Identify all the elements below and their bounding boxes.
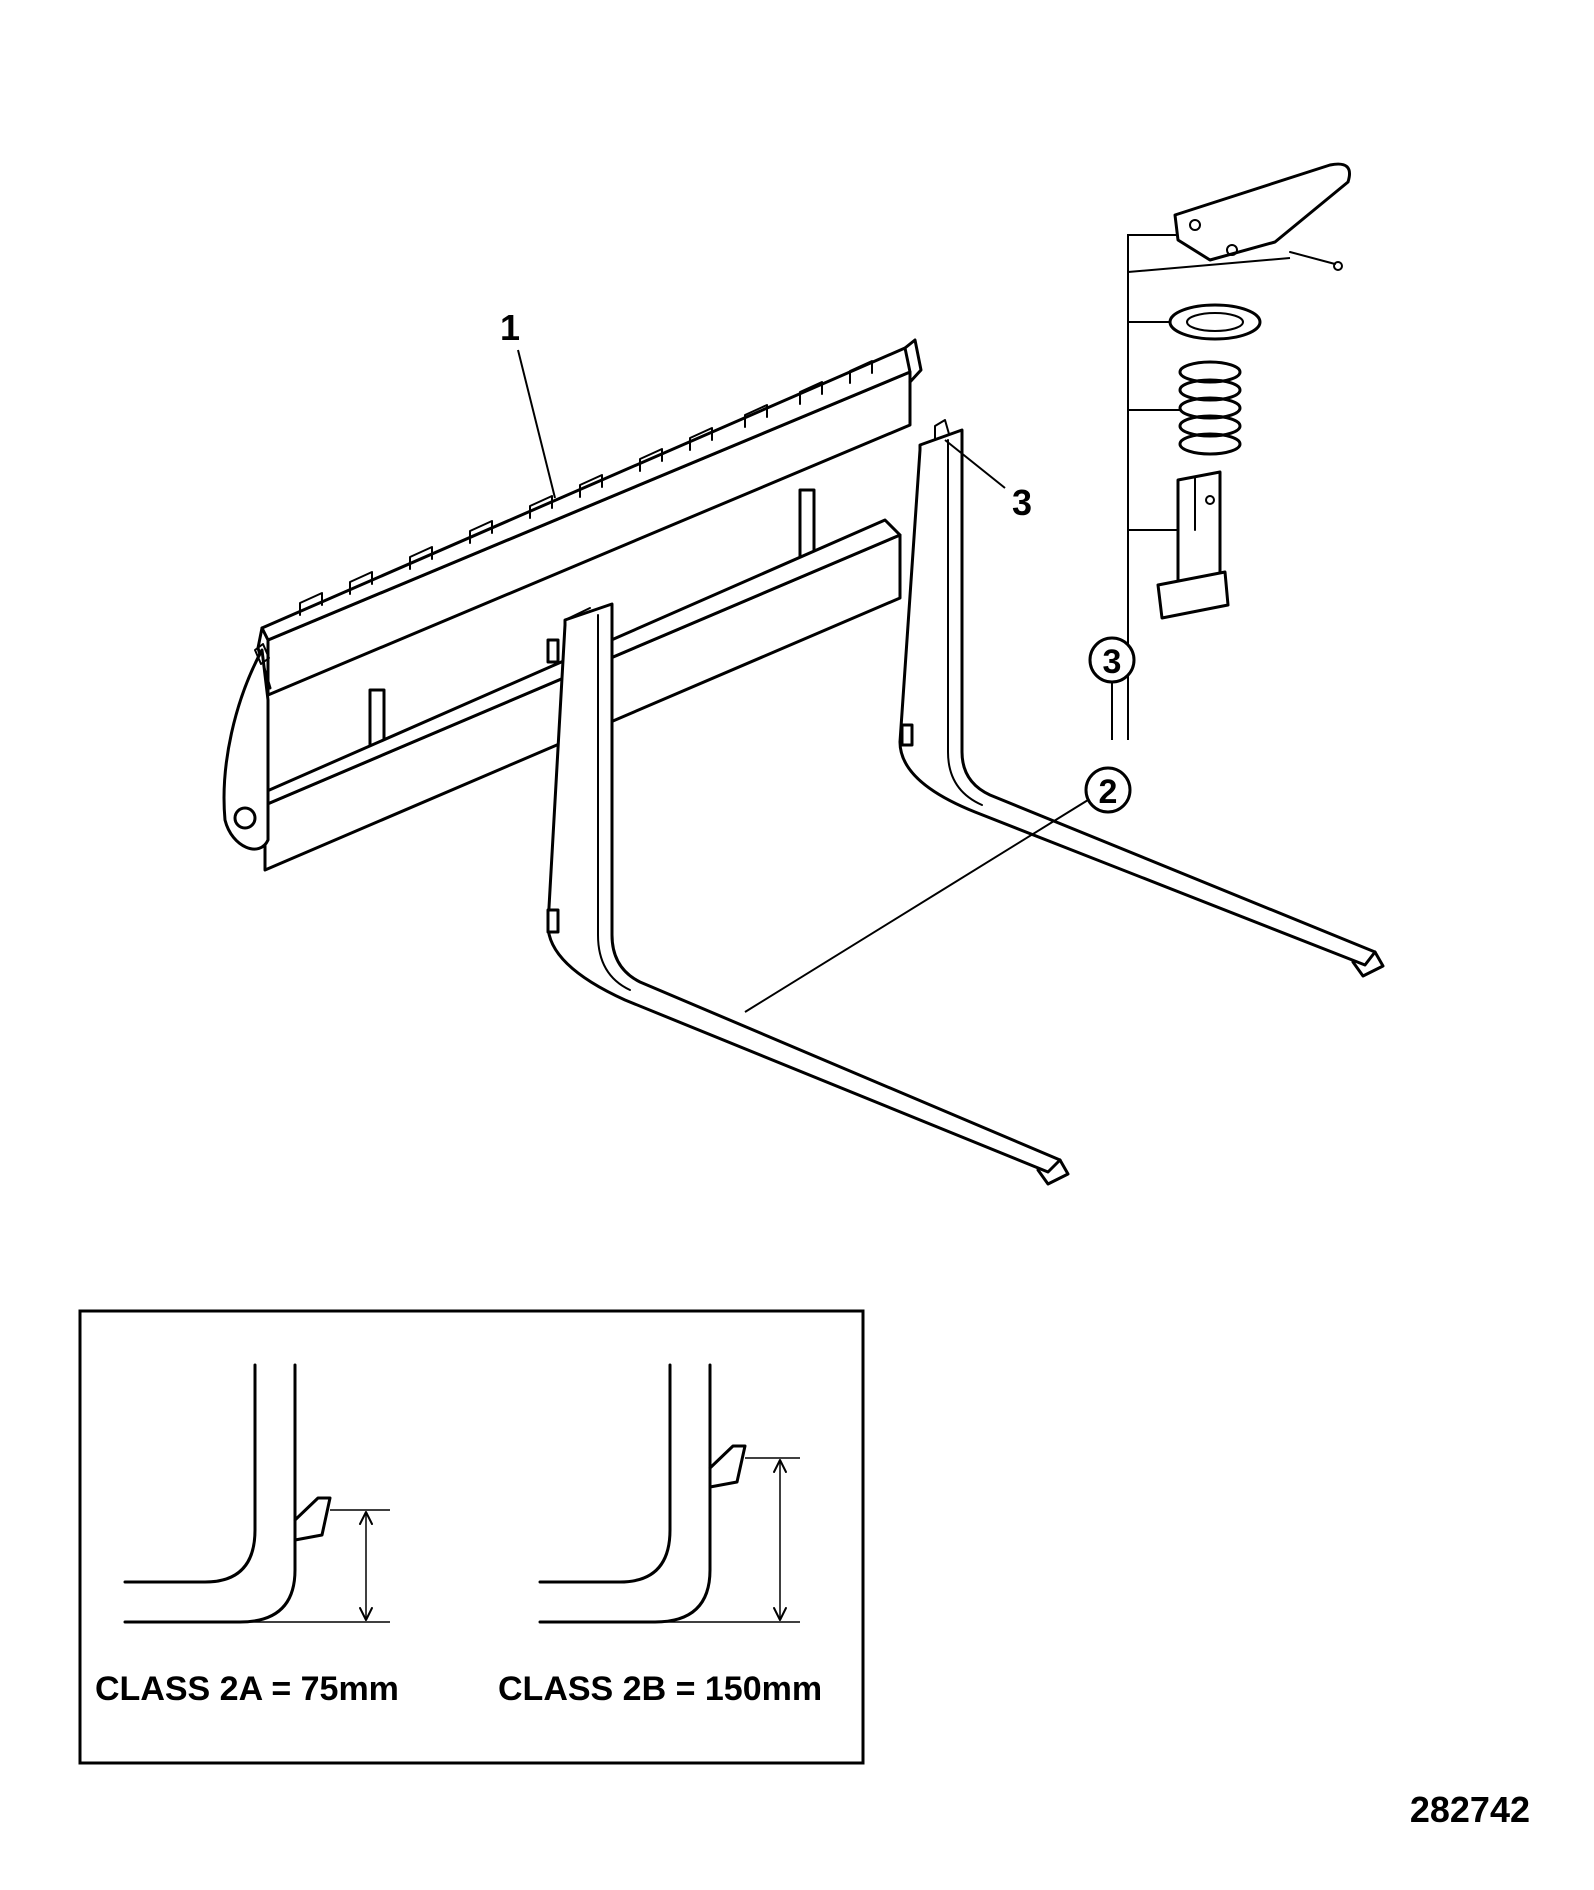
callout-3-label: 3 (1012, 482, 1032, 523)
fork-right (898, 419, 1385, 978)
callout-3-circle-label: 3 (1103, 643, 1122, 681)
callout-3: 3 (944, 439, 1032, 523)
inset-class-box: CLASS 2A = 75mm CLASS 2B = 150mm (78, 1309, 865, 1765)
callout-3-circle: 3 (1088, 636, 1136, 740)
callout-2-circle-label: 2 (1099, 773, 1118, 811)
class-2b-label: CLASS 2B = 150mm (498, 1670, 822, 1708)
callout-2-circle: 2 (744, 766, 1132, 1013)
class-2a-label: CLASS 2A = 75mm (95, 1670, 399, 1708)
drawing-number: 282742 (1410, 1789, 1530, 1830)
spring (1178, 360, 1242, 456)
callout-1-label: 1 (500, 307, 520, 348)
class-2b-profile: CLASS 2B = 150mm (498, 1363, 822, 1708)
callout-1: 1 (500, 307, 556, 499)
class-2a-profile: CLASS 2A = 75mm (95, 1363, 399, 1708)
fork-left (546, 602, 1070, 1186)
latch-kit (1127, 162, 1351, 740)
